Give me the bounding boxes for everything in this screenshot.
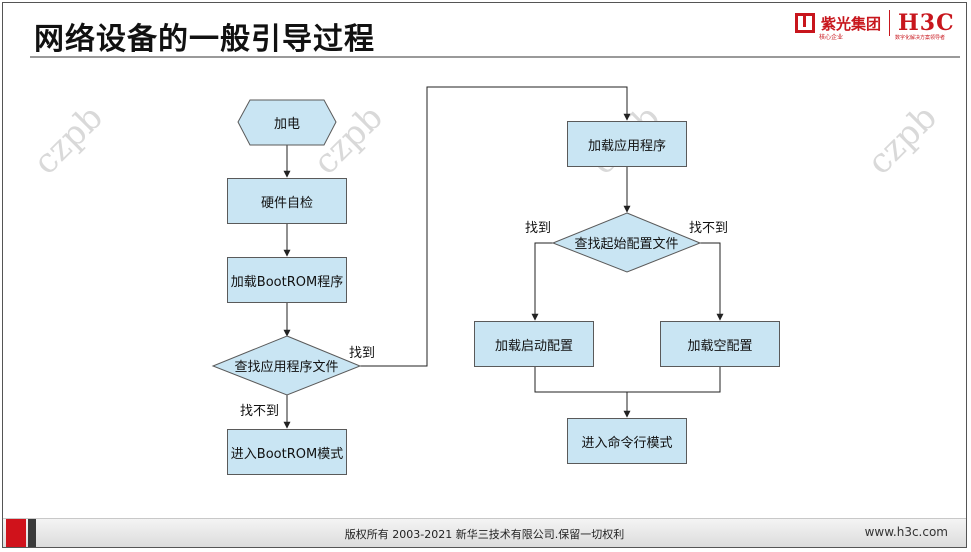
unis-logo-subtext: 核心企业 (819, 34, 844, 41)
brand-logo: 紫光集团 核心企业 H3C 数字化解决方案领导者 (795, 8, 955, 41)
node-load-startup-config: 加载启动配置 (474, 321, 594, 367)
node-power-on: 加电 (273, 117, 300, 132)
node-find-app: 查找应用程序文件 (234, 360, 339, 375)
h3c-logo-text: H3C (898, 10, 955, 36)
footer-bar: 版权所有 2003-2021 新华三技术有限公司.保留一切权利 www.h3c.… (3, 518, 966, 547)
edge-label-found: 找到 (349, 346, 376, 361)
node-find-app-shape (211, 335, 362, 396)
footer-accent-red (6, 519, 26, 547)
edge-startupconfig-join (534, 366, 627, 393)
footer-copyright: 版权所有 2003-2021 新华三技术有限公司.保留一切权利 (344, 528, 625, 541)
slide-title: 网络设备的一般引导过程 (34, 22, 375, 57)
edge-label-not-found: 找不到 (689, 221, 729, 236)
edge-found-to-startupconfig (531, 242, 553, 321)
footer-url: www.h3c.com (864, 525, 948, 539)
h3c-logo-subtext: 数字化解决方案领导者 (895, 35, 946, 41)
node-load-empty-config: 加载空配置 (660, 321, 780, 367)
node-power-on-shape (237, 99, 337, 146)
footer-accent-dark (28, 519, 36, 547)
node-load-bootrom: 加载BootROM程序 (227, 257, 347, 303)
edge-label-not-found: 找不到 (240, 404, 280, 419)
node-find-config-shape (551, 212, 702, 273)
edge-emptyconfig-join (627, 366, 721, 393)
edge-label-found: 找到 (525, 221, 552, 236)
edge-notfound-to-emptyconfig (700, 242, 724, 321)
node-enter-bootrom: 进入BootROM模式 (227, 429, 347, 475)
node-load-app: 加载应用程序 (567, 121, 687, 167)
node-self-test: 硬件自检 (227, 178, 347, 224)
node-enter-cli: 进入命令行模式 (567, 418, 687, 464)
edge-found-to-loadapp (360, 86, 631, 367)
unis-logo-icon (795, 13, 815, 33)
unis-logo-text: 紫光集团 (821, 14, 882, 33)
title-divider (30, 56, 960, 58)
node-find-startup-config: 查找起始配置文件 (574, 237, 679, 252)
logo-separator (889, 10, 891, 36)
